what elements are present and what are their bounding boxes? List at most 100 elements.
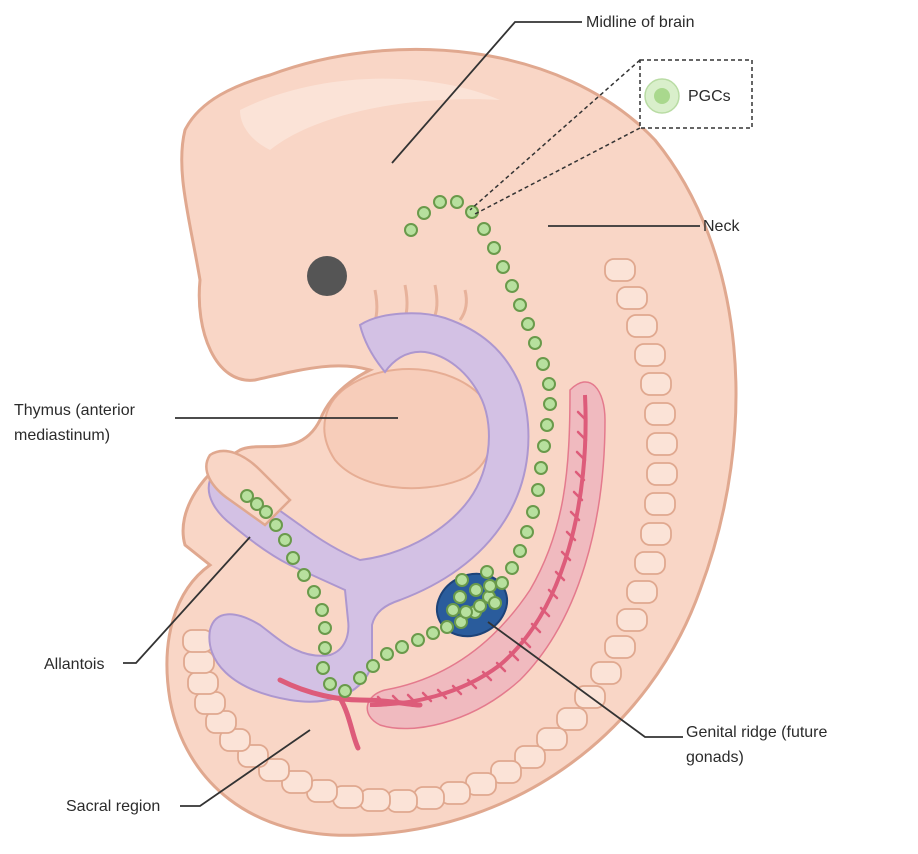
label-neck: Neck [703, 218, 740, 235]
pgc-cell [338, 684, 352, 698]
somite [626, 314, 658, 338]
label-allantois: Allantois [44, 656, 104, 673]
pgc-chain [240, 195, 557, 698]
pgc-cell [417, 206, 431, 220]
pgc-cell [543, 397, 557, 411]
tubule [547, 588, 559, 600]
pgc-cell [316, 661, 330, 675]
pgc-cell [250, 497, 264, 511]
pgc-cell [480, 565, 494, 579]
thymus-bulge [323, 368, 494, 490]
tubule [565, 530, 577, 542]
somite [187, 671, 219, 695]
pgc-cell [513, 544, 527, 558]
pgc-cell [286, 551, 300, 565]
pgc-cell [278, 533, 292, 547]
tubule [572, 490, 584, 502]
pgc-nucleus-icon [654, 88, 670, 104]
tubule [481, 670, 493, 682]
label-genital-ridge-line2: gonads) [686, 749, 744, 766]
tubule [539, 606, 551, 618]
pgc-cell [411, 633, 425, 647]
pgc-cell [453, 590, 467, 604]
pgc-cell [469, 583, 483, 597]
tubule [495, 661, 507, 673]
pgc-cell [536, 357, 550, 371]
somite [640, 372, 672, 396]
somite [359, 788, 391, 812]
somite [646, 462, 678, 486]
somite [490, 760, 522, 784]
somite [646, 432, 678, 456]
pgc-cell [315, 603, 329, 617]
somite [514, 745, 546, 769]
label-pgcs: PGCs [688, 88, 731, 105]
eye [307, 256, 347, 296]
tubule [421, 691, 433, 703]
tubule [575, 450, 587, 462]
tubule [530, 622, 542, 634]
somite [258, 758, 290, 782]
pgc-cell [496, 260, 510, 274]
somite [590, 661, 622, 685]
pgc-cell [488, 596, 502, 610]
tubule [466, 678, 478, 690]
pgc-cell [495, 576, 509, 590]
genital-ridge-band [366, 381, 606, 730]
pgc-cell [520, 525, 534, 539]
tubule [569, 510, 581, 522]
somite [634, 551, 666, 575]
pgc-cell [483, 579, 497, 593]
pgc-cell [531, 483, 545, 497]
somite [640, 522, 672, 546]
somite [616, 286, 648, 310]
pgc-cell [307, 585, 321, 599]
pgc-cell [477, 222, 491, 236]
somite-row [182, 258, 678, 813]
leader-genital [487, 621, 683, 738]
somite [604, 258, 636, 282]
pgc-cell [440, 620, 454, 634]
pgc-cell [318, 641, 332, 655]
somite [536, 727, 568, 751]
pgc-cell [259, 505, 273, 519]
inset-pointer-bottom [474, 127, 641, 215]
pgc-cell [318, 621, 332, 635]
somite [644, 402, 676, 426]
somite [386, 789, 418, 813]
tubule [508, 650, 520, 662]
pgc-cell [473, 599, 487, 613]
head-highlight [240, 78, 500, 150]
leader-allantois [123, 536, 251, 664]
tubule [406, 693, 418, 705]
cloaca-branch [337, 695, 361, 751]
pgc-cell [513, 298, 527, 312]
pgc-cell [537, 439, 551, 453]
pgc-cell [505, 279, 519, 293]
somite [634, 343, 666, 367]
leader-lines [123, 21, 700, 807]
pgc-cell [487, 241, 501, 255]
pgc-cell [534, 461, 548, 475]
pgc-cell [528, 336, 542, 350]
pgc-cell [323, 677, 337, 691]
somite [183, 650, 215, 674]
label-thymus-line2: mediastinum) [14, 427, 110, 444]
tubule [520, 637, 532, 649]
label-thymus-line1: Thymus (anterior [14, 402, 136, 419]
somite [626, 580, 658, 604]
label-sacral-region: Sacral region [66, 798, 160, 815]
pgc-cell [542, 377, 556, 391]
tubule [560, 550, 572, 562]
label-midline-of-brain: Midline of brain [586, 14, 695, 31]
pgc-cell [297, 568, 311, 582]
tubule [451, 684, 463, 696]
pgc-cell [404, 223, 418, 237]
pgc-cell [380, 647, 394, 661]
pgc-cell [353, 671, 367, 685]
pgc-cell [269, 518, 283, 532]
somite [194, 691, 226, 715]
pgc-cell [433, 195, 447, 209]
leader-sacral [180, 729, 311, 807]
